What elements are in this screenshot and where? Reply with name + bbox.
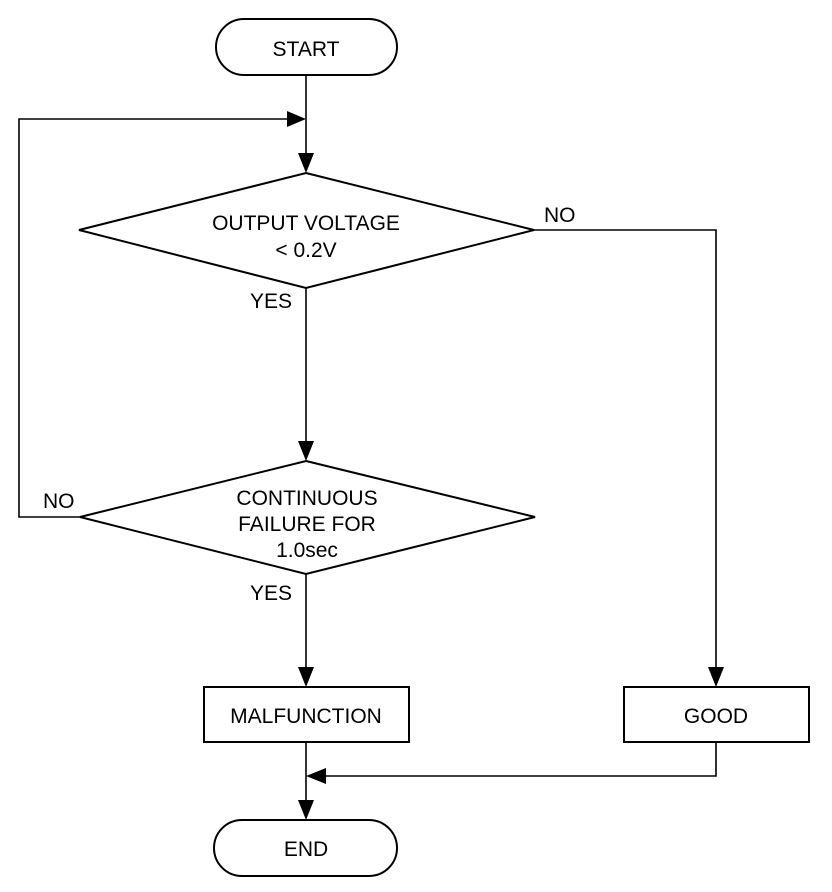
decision1-no-label: NO bbox=[544, 204, 576, 227]
arrowhead-into-malfunction bbox=[298, 667, 314, 687]
decision1-text-line1: OUTPUT VOLTAGE bbox=[212, 212, 400, 235]
decision2-text-line3: 1.0sec bbox=[276, 539, 338, 562]
decision2-no-label: NO bbox=[43, 490, 75, 513]
end-terminator bbox=[213, 819, 398, 877]
arrowhead-into-decision2 bbox=[298, 441, 314, 461]
arrowhead-loop-return bbox=[287, 111, 306, 127]
decision1-text-line2: < 0.2V bbox=[275, 239, 336, 262]
arrowhead-into-end bbox=[298, 800, 314, 820]
decision1-yes-label: YES bbox=[250, 290, 292, 313]
malfunction-box bbox=[203, 686, 410, 743]
connector-decision1-no-to-good bbox=[534, 229, 717, 668]
decision2-yes-label: YES bbox=[250, 582, 292, 605]
arrowhead-merge-into-end-line bbox=[306, 768, 326, 784]
connector-decision2-no-loop bbox=[18, 118, 288, 518]
start-label: START bbox=[273, 38, 340, 61]
end-label: END bbox=[284, 838, 328, 861]
arrowhead-into-good bbox=[708, 667, 724, 687]
good-label: GOOD bbox=[684, 705, 748, 728]
connector-good-to-end bbox=[325, 742, 717, 777]
decision2-text-line1: CONTINUOUS bbox=[236, 487, 377, 510]
arrowhead-into-decision1 bbox=[298, 153, 314, 173]
good-box bbox=[623, 686, 810, 743]
decision2-text-line2: FAILURE FOR bbox=[238, 513, 376, 536]
malfunction-label: MALFUNCTION bbox=[230, 705, 382, 728]
